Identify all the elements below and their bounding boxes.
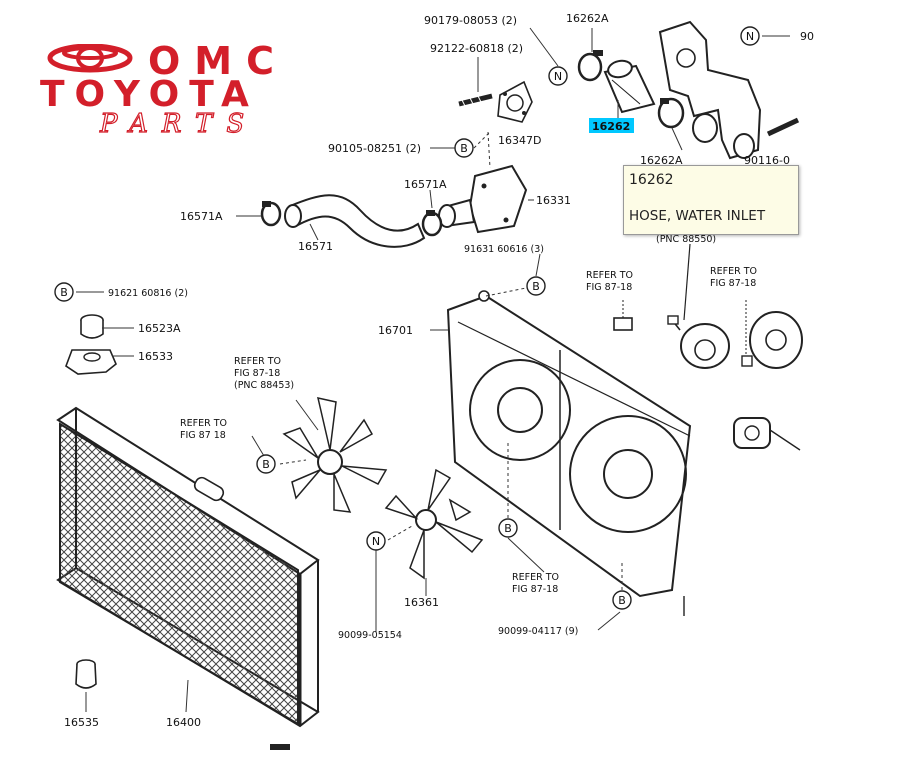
- label-n-tail: 90: [800, 30, 814, 43]
- ref-a-line2[interactable]: FIG 87-18: [586, 282, 632, 293]
- label-90116[interactable]: 90116-0: [744, 154, 790, 167]
- fan-motor-88550[interactable]: [667, 243, 730, 369]
- water-inlet-pipe[interactable]: [658, 20, 762, 160]
- bracket-16533[interactable]: [65, 349, 117, 375]
- label-16523A[interactable]: 16523A: [138, 322, 181, 335]
- ref-mid-line1: REFER TO: [512, 572, 559, 583]
- radiator-16400[interactable]: [56, 406, 320, 750]
- fan-motor-lower-right[interactable]: [733, 417, 801, 451]
- fan-shroud-16701[interactable]: [446, 290, 692, 598]
- clamp-16571A-right[interactable]: [421, 210, 443, 237]
- callout-b-1: B: [454, 138, 474, 158]
- ref-88453-line1: REFER TO: [234, 356, 281, 367]
- water-inlet-hose-16262[interactable]: [603, 59, 656, 114]
- label-90179[interactable]: 90179-08053 (2): [424, 14, 517, 27]
- svg-text:N: N: [746, 30, 754, 43]
- fan-88453[interactable]: [282, 397, 388, 513]
- svg-text:N: N: [554, 70, 562, 83]
- label-90099-04117[interactable]: 90099-04117 (9): [498, 626, 578, 637]
- label-16347D[interactable]: 16347D: [498, 134, 541, 147]
- callout-n-1: N: [548, 66, 568, 86]
- gasket-16347D[interactable]: [497, 80, 533, 123]
- ref-left-line2[interactable]: FIG 87 18: [180, 430, 226, 441]
- label-91621[interactable]: 91621 60816 (2): [108, 288, 188, 299]
- svg-text:B: B: [460, 142, 468, 155]
- stud-bolt-92122[interactable]: [458, 93, 493, 107]
- label-16361[interactable]: 16361: [404, 596, 439, 609]
- clamp-16262A-top[interactable]: [577, 50, 603, 82]
- label-16262[interactable]: 16262: [592, 120, 630, 133]
- radiator-hose-16571[interactable]: [284, 194, 426, 248]
- stud-bolt-90116[interactable]: [766, 117, 800, 137]
- connector-clip[interactable]: [613, 300, 633, 331]
- ref-a-line1: REFER TO: [586, 270, 633, 281]
- label-16571A-left[interactable]: 16571A: [180, 210, 223, 223]
- svg-text:B: B: [262, 458, 270, 471]
- svg-text:B: B: [60, 286, 68, 299]
- ref-88453-line2[interactable]: FIG 87-18: [234, 368, 280, 379]
- ref-b-line1: REFER TO: [710, 266, 757, 277]
- tooltip-description: HOSE, WATER INLET: [629, 208, 766, 224]
- logo-omc: OMC: [148, 44, 288, 83]
- label-90105[interactable]: 90105-08251 (2): [328, 142, 421, 155]
- label-16701[interactable]: 16701: [378, 324, 413, 337]
- svg-text:N: N: [372, 535, 380, 548]
- cushion-16535[interactable]: [75, 659, 97, 689]
- ref-mid-line2[interactable]: FIG 87-18: [512, 584, 558, 595]
- label-16400[interactable]: 16400: [166, 716, 201, 729]
- tooltip-part-number: 16262: [629, 172, 674, 188]
- omc-toyota-logo: OMC TOYOTA PARTS: [40, 44, 288, 134]
- callout-b-3: B: [54, 282, 74, 302]
- fan-16361[interactable]: [384, 468, 484, 580]
- label-16262A-top[interactable]: 16262A: [566, 12, 609, 25]
- clamp-16262A-bottom[interactable]: [657, 97, 685, 129]
- label-90099-05154[interactable]: 90099-05154: [338, 630, 402, 641]
- leader-line: [487, 131, 491, 169]
- svg-text:B: B: [532, 280, 540, 293]
- toyota-emblem-icon: [47, 44, 133, 73]
- label-91631[interactable]: 91631 60616 (3): [464, 244, 544, 255]
- leader-lines: [76, 27, 790, 713]
- callout-b-4: B: [256, 454, 276, 474]
- callout-b-6: B: [612, 590, 632, 610]
- svg-text:B: B: [504, 522, 512, 535]
- callout-n-2: N: [740, 26, 760, 46]
- callout-b-5: B: [498, 518, 518, 538]
- label-16535[interactable]: 16535: [64, 716, 99, 729]
- label-16262A-bottom[interactable]: 16262A: [640, 154, 683, 167]
- ref-88453-line3[interactable]: (PNC 88453): [234, 380, 294, 391]
- label-16533[interactable]: 16533: [138, 350, 173, 363]
- cushion-16523A[interactable]: [80, 314, 104, 339]
- ref-pnc-88550[interactable]: (PNC 88550): [656, 234, 716, 245]
- clamp-16571A-left[interactable]: [260, 201, 282, 227]
- label-92122[interactable]: 92122-60818 (2): [430, 42, 523, 55]
- ref-left-line1: REFER TO: [180, 418, 227, 429]
- water-outlet-16331[interactable]: [438, 164, 528, 234]
- part-tooltip: 16262 HOSE, WATER INLET: [623, 165, 799, 235]
- label-16571A-top[interactable]: 16571A: [404, 178, 447, 191]
- ref-b-line2[interactable]: FIG 87-18: [710, 278, 756, 289]
- callout-b-2: B: [526, 276, 546, 296]
- logo-parts: PARTS: [99, 109, 258, 134]
- svg-text:B: B: [618, 594, 626, 607]
- callout-n-3: N: [366, 531, 386, 551]
- fan-motor-right[interactable]: [741, 300, 803, 369]
- logo-toyota: TOYOTA: [40, 74, 259, 115]
- label-16571[interactable]: 16571: [298, 240, 333, 253]
- highlight-16262: [589, 118, 634, 133]
- label-16331[interactable]: 16331: [536, 194, 571, 207]
